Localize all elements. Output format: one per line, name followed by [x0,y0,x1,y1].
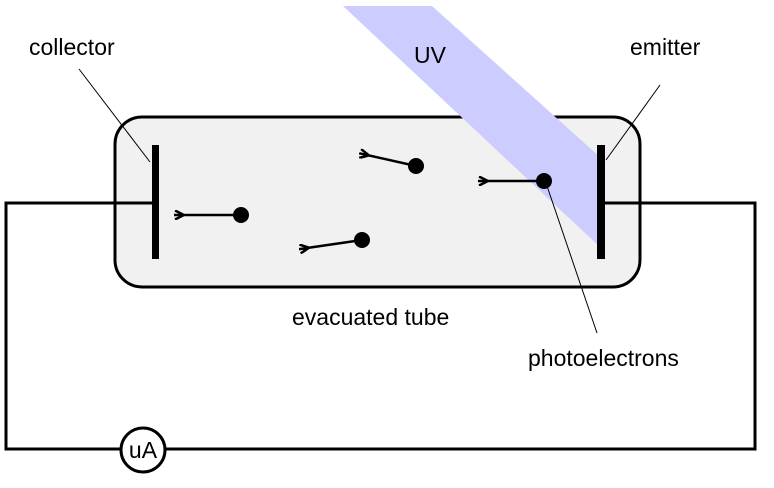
microammeter [119,426,167,474]
emitter-leader [605,84,661,161]
collector-label: collector [29,34,115,60]
uv-beam [343,6,601,248]
collector-leader [78,68,151,163]
uv-label: UV [414,42,447,68]
electron [307,232,370,248]
collector-plate [152,145,159,259]
circuit-wire [4,201,156,451]
photoelectrons-leader [546,185,598,334]
tube-label: evacuated tube [292,304,449,330]
meter-label: uA [129,437,158,463]
electron [367,155,424,174]
circuit-wire-right [165,201,757,451]
emitter-plate [597,145,605,259]
emitter-label: emitter [630,34,701,60]
photoelectrons-label: photoelectrons [528,345,679,371]
electron [486,173,552,189]
electron [182,207,249,223]
